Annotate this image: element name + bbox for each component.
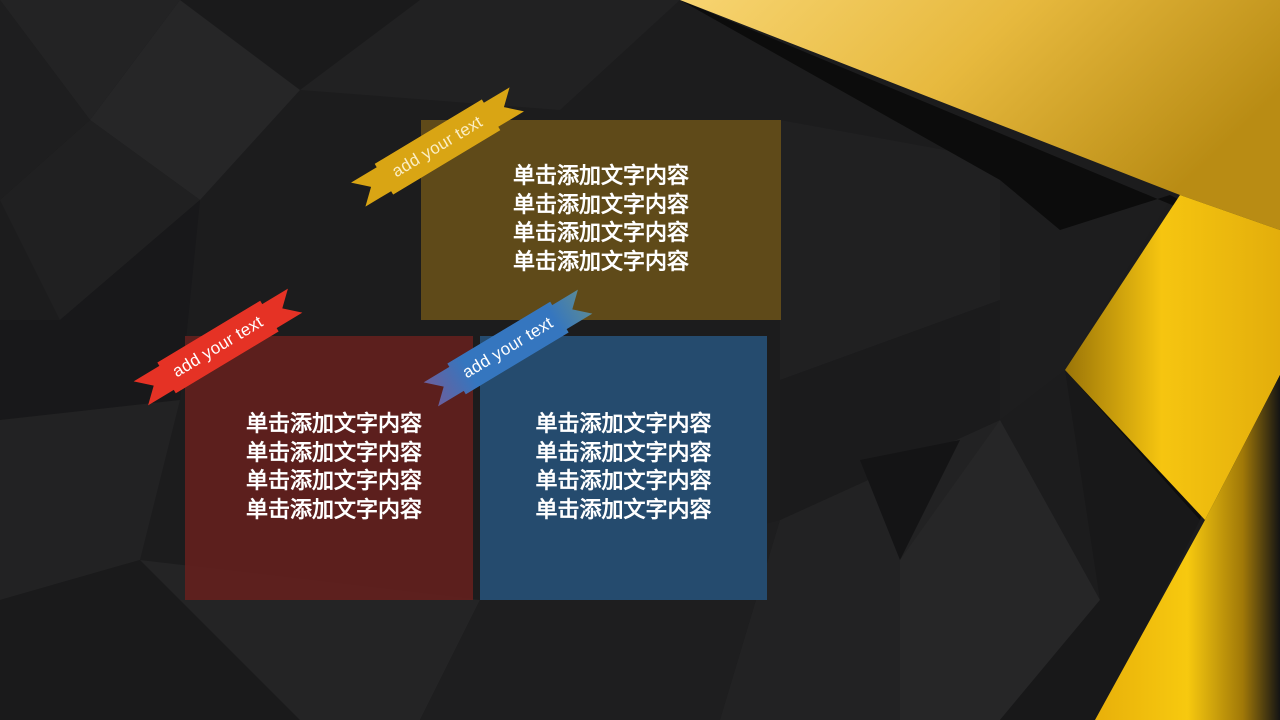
ribbon-shape-icon [423, 289, 593, 407]
content-text[interactable]: 单击添加文字内容 单击添加文字内容 单击添加文字内容 单击添加文字内容 [246, 411, 422, 525]
ribbon-label-left[interactable]: add your text [132, 285, 305, 409]
content-box-left[interactable]: 单击添加文字内容 单击添加文字内容 单击添加文字内容 单击添加文字内容 [185, 336, 473, 600]
ribbon-shape-icon [133, 288, 303, 406]
text-line: 单击添加文字内容 [245, 469, 422, 494]
text-line: 单击添加文字内容 [535, 440, 712, 466]
ribbon-label-top[interactable]: add your text [349, 84, 526, 210]
text-line: 单击添加文字内容 [535, 469, 712, 494]
text-line: 单击添加文字内容 [512, 221, 689, 246]
content-text[interactable]: 单击添加文字内容 单击添加文字内容 单击添加文字内容 单击添加文字内容 [535, 411, 711, 525]
ribbon-label-right[interactable]: add your text [422, 286, 595, 410]
text-line: 单击添加文字内容 [512, 192, 689, 218]
content-text[interactable]: 单击添加文字内容 单击添加文字内容 单击添加文字内容 单击添加文字内容 [513, 163, 689, 277]
text-line: 单击添加文字内容 [535, 412, 712, 437]
text-line: 单击添加文字内容 [245, 440, 422, 466]
content-box-right[interactable]: 单击添加文字内容 单击添加文字内容 单击添加文字内容 单击添加文字内容 [480, 336, 767, 600]
text-line: 单击添加文字内容 [512, 249, 689, 275]
text-line: 单击添加文字内容 [245, 497, 422, 523]
text-line: 单击添加文字内容 [535, 497, 712, 523]
content-box-top[interactable]: 单击添加文字内容 单击添加文字内容 单击添加文字内容 单击添加文字内容 [421, 120, 781, 320]
text-line: 单击添加文字内容 [245, 412, 422, 437]
ribbon-shape-icon [351, 87, 524, 207]
text-line: 单击添加文字内容 [512, 164, 689, 189]
